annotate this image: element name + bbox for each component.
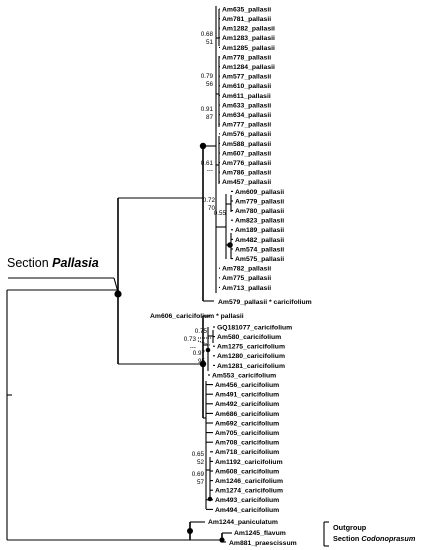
leaf-label: Am574_pallasii — [235, 246, 284, 253]
support-guide — [197, 340, 211, 346]
support-bs: 56 — [206, 81, 214, 88]
leaf-label: Am456_caricifolium — [215, 382, 279, 389]
leaf-label: Am778_pallasii — [222, 54, 271, 61]
leaf-label: Am786_pallasii — [222, 170, 271, 177]
support-pp: 0.55 — [214, 210, 227, 217]
leaf-label: Am1275_caricifolium — [217, 344, 285, 351]
support-bs: 57 — [197, 479, 205, 486]
support-bs: 87 — [206, 114, 214, 121]
caricifolium-leaf-labels: GQ181077_caricifoliumAm580_caricifoliumA… — [212, 324, 292, 513]
leaf-label: Am635_pallasii — [222, 6, 271, 13]
leaf-label: Am776_pallasii — [222, 160, 271, 167]
support-pp: 0.79 — [201, 73, 214, 80]
support-pp: 0.91 — [201, 106, 214, 113]
support-bs: 95 — [198, 358, 206, 365]
support-bs: 52 — [197, 459, 205, 466]
leaf-label: Am708_caricifolium — [215, 440, 279, 447]
support-pp: 0.97 — [193, 350, 206, 357]
support-bs: --- — [207, 167, 213, 174]
leaf-label: Am1284_pallasii — [222, 64, 275, 71]
leaf-label: Am1285_pallasii — [222, 45, 275, 52]
support-pp: 0.73 — [184, 336, 197, 343]
support-bs: 70 — [208, 205, 216, 212]
leaf-label: Am634_pallasii — [222, 112, 271, 119]
pallasii-leaf-labels: Am635_pallasiiAm781_pallasiiAm1282_palla… — [222, 6, 284, 291]
outgroup-section-label: Section Codonoprasum — [333, 534, 416, 543]
support-pp: 0.72 — [203, 197, 216, 204]
support-bs: --- — [190, 344, 196, 351]
leaf-label: Am692_caricifolium — [215, 420, 279, 427]
leaf-hybrid-606: Am606_caricifolium * pallasii — [150, 313, 244, 320]
support-pp: 0.69 — [192, 471, 205, 478]
outgroup-label: Outgroup — [333, 523, 367, 532]
leaf-label: Am494_caricifolium — [215, 507, 279, 514]
node-outgroup — [187, 528, 193, 534]
leaf-label: Am1280_caricifolium — [217, 353, 285, 360]
leaf-label: Am1283_pallasii — [222, 35, 275, 42]
leaf-label: Am553_caricifolium — [212, 372, 276, 379]
leaf-label: Am1192_caricifolium — [215, 459, 283, 466]
node-caricifolium-b — [207, 496, 213, 502]
leaf-label: Am1246_caricifolium — [215, 478, 283, 485]
leaf-label: Am575_pallasii — [235, 256, 284, 263]
leaf-outgroup-0: Am1244_paniculatum — [208, 519, 278, 526]
leaf-label: Am1274_caricifolium — [215, 488, 283, 495]
leaf-label: Am775_pallasii — [222, 275, 271, 282]
leaf-hybrid-579: Am579_pallasii * caricifolium — [218, 299, 312, 306]
leaf-label: Am777_pallasii — [222, 122, 271, 129]
leaf-label: Am823_pallasii — [235, 218, 284, 225]
node-flavum-praescissum — [219, 537, 225, 543]
leaf-label: Am608_caricifolium — [215, 468, 279, 475]
leaf-label: Am782_pallasii — [222, 266, 271, 273]
support-pp: 0.75 — [195, 328, 208, 335]
node-caricifolium — [199, 360, 207, 368]
leaf-label: Am457_pallasii — [222, 179, 271, 186]
leaf-label: GQ181077_caricifolium — [217, 324, 292, 331]
leaf-outgroup-2: Am881_praescissum — [229, 540, 297, 547]
leaf-label: Am610_pallasii — [222, 83, 271, 90]
leaf-label: Am576_pallasii — [222, 131, 271, 138]
leaf-label: Am482_pallasii — [235, 237, 284, 244]
leaf-label: Am588_pallasii — [222, 141, 271, 148]
leaf-label: Am1281_caricifolium — [217, 363, 285, 370]
support-pp: 0.61 — [201, 160, 214, 167]
node-pallasia — [114, 290, 122, 298]
caricifolium-leaf-branches — [206, 326, 215, 510]
leaf-label: Am686_caricifolium — [215, 411, 279, 418]
node-caricifolium-a — [205, 347, 211, 353]
leaf-label: Am493_caricifolium — [215, 497, 279, 504]
leaf-label: Am1282_pallasii — [222, 26, 275, 33]
leaf-label: Am577_pallasii — [222, 74, 271, 81]
leaf-label: Am713_pallasii — [222, 285, 271, 292]
support-pp: 0.68 — [201, 31, 214, 38]
leaf-label: Am609_pallasii — [235, 189, 284, 196]
support-pp: 0.65 — [192, 451, 205, 458]
leaf-label: Am781_pallasii — [222, 16, 271, 23]
leaf-label: Am633_pallasii — [222, 102, 271, 109]
leaf-label: Am607_pallasii — [222, 150, 271, 157]
section-label-pointer — [113, 277, 119, 293]
leaf-label: Am705_caricifolium — [215, 430, 279, 437]
leaf-label: Am491_caricifolium — [215, 392, 279, 399]
support-bs: 51 — [206, 39, 214, 46]
leaf-label: Am718_caricifolium — [215, 449, 279, 456]
leaf-label: Am580_caricifolium — [217, 334, 281, 341]
node-sub4b — [227, 242, 233, 248]
leaf-label: Am189_pallasii — [235, 227, 284, 234]
leaf-label: Am779_pallasii — [235, 198, 284, 205]
section-pallasia-label: Section Pallasia — [7, 256, 99, 270]
leaf-outgroup-1: Am1245_flavum — [234, 530, 286, 537]
pallasii-leaf-branches — [219, 8, 233, 288]
leaf-label: Am780_pallasii — [235, 208, 284, 215]
leaf-label: Am611_pallasii — [222, 93, 271, 100]
leaf-label: Am492_caricifolium — [215, 401, 279, 408]
